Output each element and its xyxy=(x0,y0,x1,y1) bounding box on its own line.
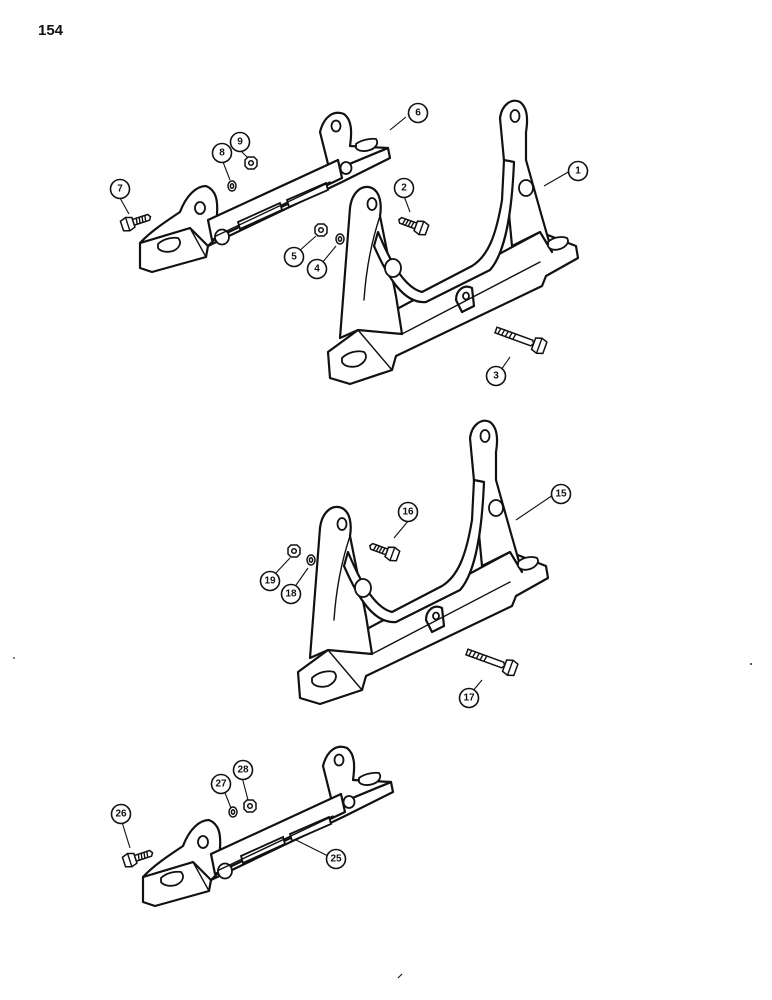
bolt-part-26 xyxy=(121,845,156,870)
callout-27-label: 27 xyxy=(215,779,227,790)
callout-17-label: 17 xyxy=(463,693,475,704)
leader-lines xyxy=(119,116,571,857)
callout-28: 28 xyxy=(232,759,254,781)
nut-part-9 xyxy=(244,156,258,170)
callout-1-label: 1 xyxy=(575,166,581,177)
callout-1: 1 xyxy=(567,160,589,182)
callout-8-label: 8 xyxy=(219,148,225,159)
callout-26-label: 26 xyxy=(115,809,127,820)
callout-8: 8 xyxy=(211,142,233,164)
callout-25-label: 25 xyxy=(330,854,342,865)
callout-9-label: 9 xyxy=(237,137,243,148)
nut-part-28 xyxy=(243,799,257,813)
callout-16: 16 xyxy=(397,501,419,523)
callout-5-label: 5 xyxy=(291,252,297,263)
callout-7: 7 xyxy=(109,178,131,200)
callout-6-label: 6 xyxy=(415,108,421,119)
callout-28-label: 28 xyxy=(237,765,249,776)
callout-4: 4 xyxy=(306,258,328,280)
callout-9: 9 xyxy=(229,131,251,153)
callout-26: 26 xyxy=(110,803,132,825)
bolt-part-17 xyxy=(463,643,520,679)
bracket-part-25 xyxy=(141,745,395,908)
callout-19-label: 19 xyxy=(264,576,276,587)
callout-19: 19 xyxy=(259,570,281,592)
callout-2: 2 xyxy=(393,177,415,199)
page-number: 154 xyxy=(38,22,64,39)
callout-4-label: 4 xyxy=(314,264,320,275)
callout-15: 15 xyxy=(550,483,572,505)
bolt-part-3 xyxy=(492,321,549,357)
callout-25: 25 xyxy=(325,848,347,870)
callouts: 6 9 8 7 1 2 5 4 3 15 16 19 18 17 28 27 2… xyxy=(109,102,589,870)
callout-6: 6 xyxy=(407,102,429,124)
callout-18-label: 18 xyxy=(285,589,297,600)
callout-27: 27 xyxy=(210,773,232,795)
bolt-part-16 xyxy=(366,538,402,564)
scan-specks xyxy=(13,657,752,979)
callout-16-label: 16 xyxy=(402,507,414,518)
washer-part-4 xyxy=(335,233,345,245)
nut-part-19 xyxy=(287,544,301,558)
washer-part-27 xyxy=(228,806,238,818)
bolt-part-7 xyxy=(119,209,154,234)
callout-15-label: 15 xyxy=(555,489,567,500)
callout-3: 3 xyxy=(485,365,507,387)
nut-part-5 xyxy=(314,223,328,237)
callout-5: 5 xyxy=(283,246,305,268)
bolt-part-2 xyxy=(395,212,431,238)
callout-17: 17 xyxy=(458,687,480,709)
callout-3-label: 3 xyxy=(493,371,499,382)
callout-18: 18 xyxy=(280,583,302,605)
callout-2-label: 2 xyxy=(401,183,407,194)
washer-part-18 xyxy=(306,554,316,566)
washer-part-8 xyxy=(227,180,237,192)
callout-7-label: 7 xyxy=(117,184,123,195)
